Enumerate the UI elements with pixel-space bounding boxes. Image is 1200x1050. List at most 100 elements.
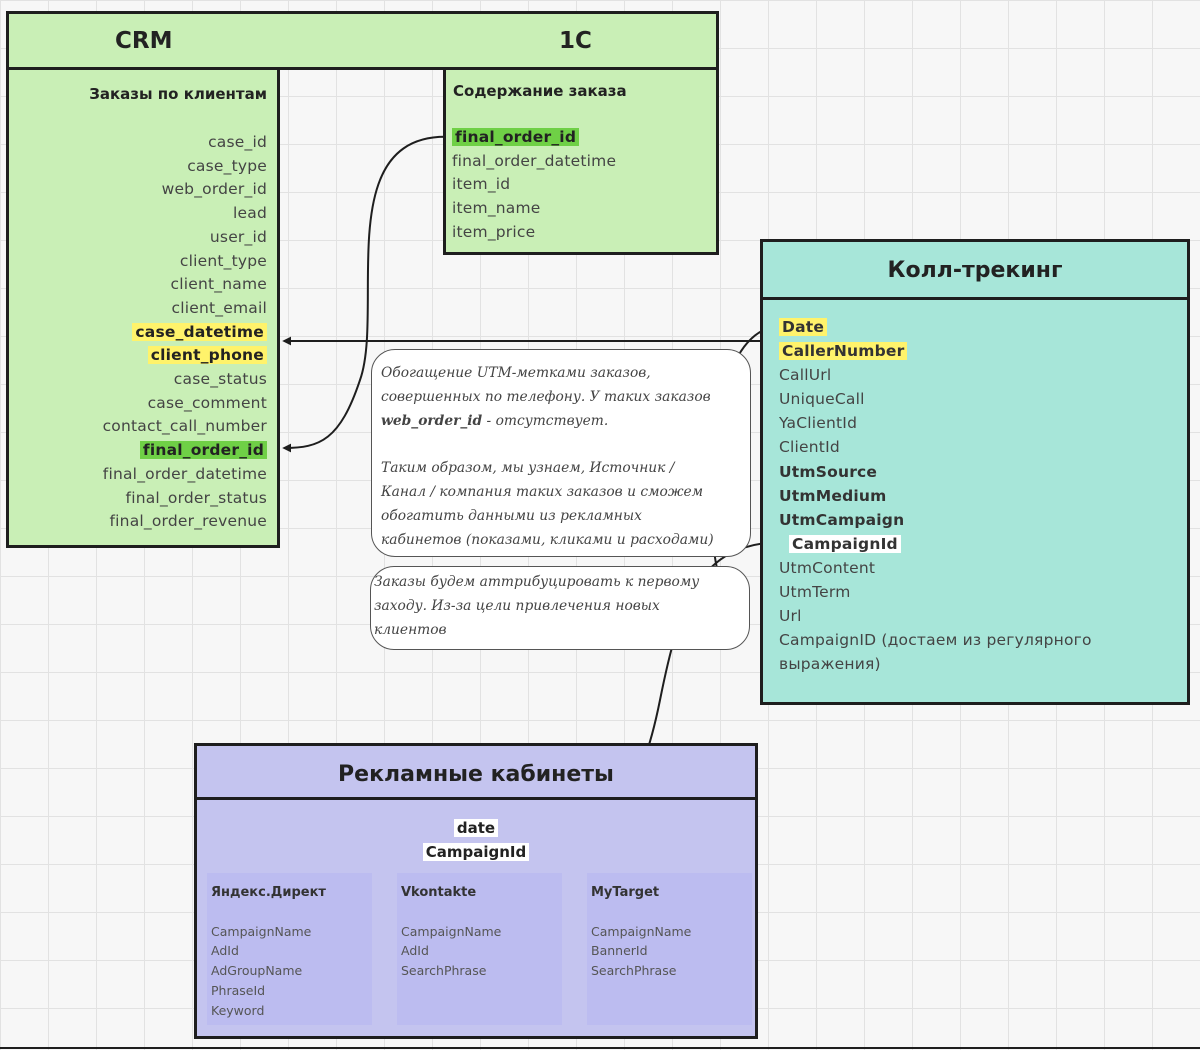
cabinet-field: SearchPhrase <box>401 963 487 979</box>
calltracking-field-row: CampaignId <box>779 532 1092 556</box>
calltracking-field: CampaignId <box>789 534 901 553</box>
onec-field-row: final_order_id <box>452 126 616 150</box>
crm-field: user_id <box>209 227 267 246</box>
crm-field: case_comment <box>147 393 267 412</box>
onec-field-row: item_name <box>452 197 616 221</box>
connector-1c-order-to-crm <box>282 135 453 453</box>
ad-cabinet-key: date <box>453 819 499 837</box>
crm-field: contact_call_number <box>102 417 267 436</box>
calltracking-field: UniqueCall <box>779 390 865 409</box>
crm-field-row: client_email <box>103 297 267 321</box>
calltracking-header: Колл-трекинг <box>763 242 1187 300</box>
crm-field: case_type <box>187 156 267 175</box>
crm-field-row: lead <box>103 202 267 226</box>
crm-field: client_email <box>171 298 267 317</box>
calltracking-field-row: UtmTerm <box>779 580 1092 604</box>
crm-field-row: client_phone <box>103 344 267 368</box>
crm-field: client_phone <box>147 346 267 365</box>
enrichment-note-line: Канал / компания таких заказов и сможем <box>381 483 704 500</box>
calltracking-field-row: UtmContent <box>779 556 1092 580</box>
attribution-note-line: клиентов <box>374 621 447 638</box>
crm-1c-header: CRM 1C <box>6 11 719 70</box>
crm-field-row: case_id <box>103 131 267 155</box>
onec-field: item_id <box>452 175 511 194</box>
calltracking-field: выражения) <box>779 655 881 674</box>
calltracking-field: UtmTerm <box>779 583 851 602</box>
crm-field: client_type <box>179 251 267 270</box>
cabinet-field: BannerId <box>591 943 648 959</box>
crm-field: final_order_revenue <box>109 512 267 531</box>
crm-field: lead <box>233 204 267 223</box>
crm-field-row: web_order_id <box>103 178 267 202</box>
enrichment-note: Обогащение UTM-метками заказов, совершенн… <box>371 349 751 557</box>
calltracking-field: UtmContent <box>779 558 876 577</box>
calltracking-field-row: CallerNumber <box>779 339 1092 363</box>
crm-title: CRM <box>115 28 173 54</box>
crm-field: case_id <box>208 133 267 151</box>
ad-cabinet-key-row: date <box>197 816 755 840</box>
crm-field-row: case_datetime <box>103 321 267 345</box>
crm-field-row: final_order_revenue <box>103 510 267 534</box>
crm-field-row: case_comment <box>103 392 267 416</box>
crm-field: case_status <box>173 370 267 389</box>
onec-field: final_order_datetime <box>452 151 617 170</box>
calltracking-field-row: CallUrl <box>779 363 1092 387</box>
crm-field-row: case_status <box>103 368 267 392</box>
cabinet-vkontakte-title: Vkontakte <box>401 885 477 900</box>
calltracking-field-row: UtmSource <box>779 460 1092 484</box>
enrichment-note-line <box>381 433 750 457</box>
onec-field: item_name <box>452 199 541 218</box>
calltracking-field: CampaignID (достаем из регулярного <box>779 631 1092 650</box>
crm-table-title: Заказы по клиентам <box>89 85 267 103</box>
attribution-note-line: Заказы будем аттрибуцировать к первому <box>374 574 700 590</box>
calltracking-field: UtmMedium <box>779 486 887 505</box>
enrichment-note-line: Обогащение UTM-метками заказов, <box>381 365 651 381</box>
web-order-id-mention: web_order_id <box>381 412 483 429</box>
calltracking-field: Date <box>779 318 828 336</box>
cabinet-field: CampaignName <box>401 923 502 939</box>
calltracking-title: Колл-трекинг <box>887 258 1063 283</box>
calltracking-field-row: UniqueCall <box>779 387 1092 411</box>
calltracking-field-row: UtmMedium <box>779 484 1092 508</box>
onec-title: 1C <box>559 28 592 54</box>
onec-table-title: Содержание заказа <box>453 82 627 100</box>
crm-field-row: client_type <box>103 250 267 274</box>
calltracking-field-row: Url <box>779 604 1092 628</box>
crm-field-row: client_name <box>103 273 267 297</box>
cabinet-field: PhraseId <box>211 982 266 998</box>
calltracking-field-row: ClientId <box>779 435 1092 459</box>
enrichment-note-line: Таким образом, мы узнаем, Источник / <box>381 460 675 477</box>
onec-field-row: final_order_datetime <box>452 150 616 174</box>
onec-field: final_order_id <box>452 128 580 146</box>
enrichment-note-line: web_order_id - отсутствует. <box>381 410 750 434</box>
enrichment-note-line: совершенных по телефону. У таких заказов <box>381 388 711 405</box>
crm-field-row: user_id <box>103 226 267 250</box>
onec-field: item_price <box>452 222 536 241</box>
calltracking-field: Url <box>779 607 802 626</box>
calltracking-field: CallerNumber <box>779 342 908 361</box>
crm-field: web_order_id <box>161 180 267 199</box>
cabinet-field: SearchPhrase <box>591 963 677 979</box>
calltracking-field-row: выражения) <box>779 652 1092 676</box>
cabinet-field: AdGroupName <box>211 963 303 979</box>
crm-field-row: final_order_status <box>103 487 267 511</box>
cabinet-field: AdId <box>401 943 429 959</box>
cabinet-field: CampaignName <box>211 923 312 939</box>
crm-field: final_order_datetime <box>102 464 267 483</box>
enrichment-note-line: кабинетов (показами, кликами и расходами… <box>381 531 714 548</box>
crm-field-row: final_order_datetime <box>103 463 267 487</box>
crm-field: client_name <box>170 275 267 294</box>
crm-field: final_order_status <box>125 488 267 507</box>
ad-cabinets-header: Рекламные кабинеты <box>197 746 755 800</box>
